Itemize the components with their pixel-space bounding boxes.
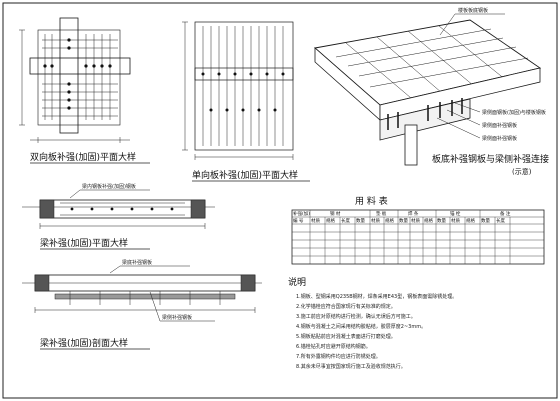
note-1: 1.钢板、型钢采用Q235B钢材，焊条采用E43型，钢板表面需除锈处理。 [296,293,457,300]
note-8: 8.其余未尽事宜按国家现行施工及验收规范执行。 [296,363,406,370]
detail-beam-section: 梁底补强钢板 梁侧补强钢板 梁补强(加固)剖面大样 [22,259,262,350]
th-r2-c3: 规格 [326,217,335,224]
note-4: 4.钢板与混凝土之间采用结构胶粘结，胶层厚度2~3mm。 [296,323,426,330]
note-7: 7.所有外露钢构件均应进行防锈处理。 [296,353,381,360]
note-5: 5.钢板粘贴前应对混凝土表面进行打磨处理。 [296,333,396,340]
th-r2-c14: 数量 [481,217,490,224]
detail-one-way-slab: 单向板补强(加固)平面大样 [182,21,310,182]
notes-title: 说明 [288,276,306,288]
note-3: 3.施工前应对原结构进行检测，确认无误后方可施工。 [296,313,416,320]
notes-block: 说明 1.钢板、型钢采用Q235B钢材，焊条采用E43型，钢板表面需除锈处理。 … [288,276,457,370]
beam-section-callout-top: 梁底补强钢板 [122,259,152,266]
th-r2-c8: 数量 [399,217,408,224]
detail-beam-plan-title: 梁补强(加固)平面大样 [40,237,128,249]
iso-callout-1: 梁侧面钢板(加固)与楼板钢板 [482,109,546,116]
material-table: 用 料 表 补强(加) 钢 材 [291,195,545,265]
th-r1-c3: 垫 板 [376,210,387,217]
iso-callout-top: 楼板板底钢板 [458,7,488,14]
detail-two-way-title: 双向板补强(加固)平面大样 [30,151,136,163]
th-r2-c7: 规格 [385,217,394,224]
th-r1-c4: 焊 条 [408,210,419,217]
th-r2-c5: 数量 [356,217,365,224]
material-table-title: 用 料 表 [355,195,388,207]
beam-section-callout-mid: 梁侧补强钢板 [162,314,192,321]
note-6: 6.锚栓钻孔时应避开原结构钢筋。 [296,343,371,350]
th-r2-c1: 编 号 [293,217,304,224]
iso-callout-3: 梁侧面补强钢板 [482,135,517,142]
th-r2-c13: 规格 [466,217,475,224]
th-r1-c1: 补强(加) [293,210,310,217]
detail-iso-title: 板底补强钢板与梁侧补强连接 [432,153,549,165]
th-r2-c11: 数量 [437,217,446,224]
iso-callout-2: 梁侧面补强钢板 [482,122,517,129]
th-r1-c6: 备 注 [500,210,511,217]
th-r1-c5: 锚 栓 [450,210,461,217]
detail-iso-subtitle: (示意) [512,167,532,176]
th-r2-c12: 材质 [451,217,460,224]
detail-beam-plan: 梁内钢板补强(加固)钢板 梁补强(加固)平面大样 [22,183,215,250]
note-2: 2.化学锚栓应符合国家现行有关标准的规定。 [296,303,396,310]
th-r2-c9: 材质 [411,217,420,224]
detail-one-way-title: 单向板补强(加固)平面大样 [192,169,298,181]
th-r2-c4: 长度 [341,217,350,224]
detail-beam-section-title: 梁补强(加固)剖面大样 [40,337,128,349]
detail-two-way-slab: 双向板补强(加固)平面大样 [19,17,150,164]
th-r2-c10: 规格 [424,217,433,224]
th-r2-c2: 材质 [311,217,320,224]
th-r2-c15: 长度 [496,217,505,224]
beam-plan-callout: 梁内钢板补强(加固)钢板 [82,183,136,190]
th-r2-c6: 材质 [371,217,380,224]
th-r1-c2: 钢 材 [330,210,341,217]
detail-isometric: 楼板板底钢板 梁侧面钢板(加固)与楼板钢板 梁侧面补强钢板 梁侧面补强钢板 板底… [314,7,549,176]
